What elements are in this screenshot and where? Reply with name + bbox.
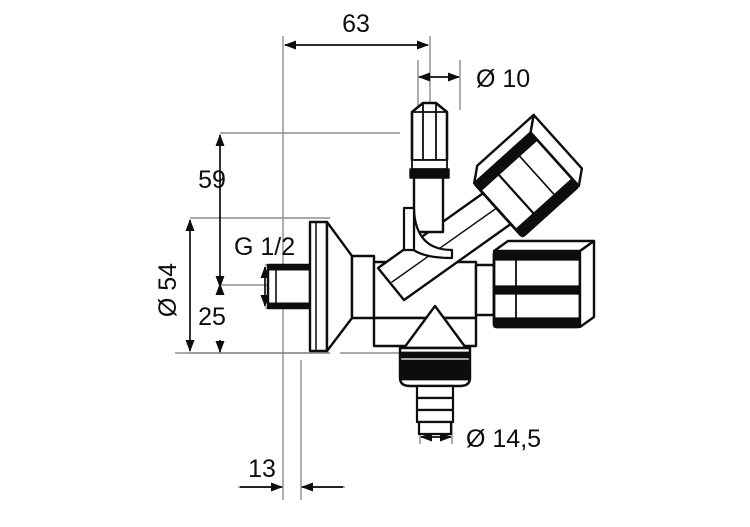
dim-label-dia145: Ø 14,5 — [466, 425, 541, 453]
dim-label-63: 63 — [342, 10, 370, 38]
valve-assembly — [266, 101, 596, 436]
angled-union-nut — [472, 113, 584, 238]
top-hex-nut — [409, 101, 450, 179]
dim-label-dia54: Ø 54 — [154, 263, 182, 317]
dim-label-dia10: Ø 10 — [476, 65, 530, 93]
hose-nozzle — [398, 346, 472, 436]
dim-label-25: 25 — [198, 303, 226, 331]
dim-label-13: 13 — [248, 455, 276, 483]
wall-flange — [266, 220, 376, 353]
valve-body — [372, 170, 524, 350]
dimension-lines — [185, 40, 460, 492]
dim-label-59: 59 — [198, 166, 226, 194]
side-cap — [474, 239, 596, 329]
dimension-labels: 63 Ø 10 59 Ø 54 G 1/2 25 13 Ø 14,5 — [154, 10, 541, 483]
dim-label-g12: G 1/2 — [234, 233, 295, 261]
